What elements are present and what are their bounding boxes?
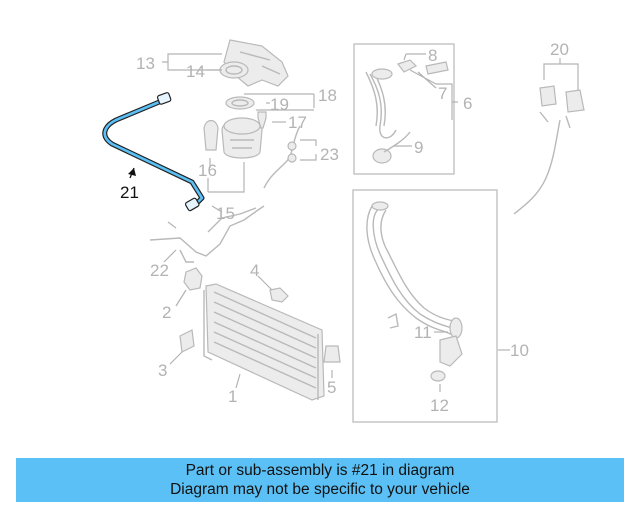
tank-cap (203, 119, 219, 151)
label-1: 1 (228, 387, 237, 406)
label-23: 23 (320, 145, 339, 164)
sensor-4 (269, 287, 289, 303)
bracket-3 (179, 329, 195, 353)
gasket-ring (225, 96, 255, 110)
leader-lines (128, 53, 579, 392)
caption-line-2: Diagram may not be specific to your vehi… (170, 481, 470, 498)
label-6: 6 (463, 94, 472, 113)
label-14: 14 (186, 62, 205, 81)
label-10: 10 (510, 341, 529, 360)
label-20: 20 (550, 40, 569, 59)
group-box-6 (353, 43, 455, 175)
hose-assembly-10 (366, 201, 463, 382)
label-13: 13 (136, 54, 155, 73)
label-5: 5 (327, 378, 336, 397)
hose-assembly-6 (365, 59, 449, 164)
label-7: 7 (438, 84, 447, 103)
thermostat-housing (219, 39, 289, 87)
expansion-tank (221, 117, 263, 159)
label-3: 3 (158, 361, 167, 380)
bolt-17 (257, 111, 267, 129)
label-9: 9 (414, 138, 423, 157)
label-11: 11 (414, 323, 432, 342)
sensor-2 (183, 267, 203, 291)
plug-5 (323, 345, 341, 363)
label-15: 15 (216, 204, 235, 223)
group-box-10 (352, 189, 498, 423)
label-19: 19 (270, 95, 289, 114)
sensor-harness-20 (513, 85, 585, 215)
label-17: 17 (288, 113, 307, 132)
coolant-pipe-22 (149, 205, 265, 257)
caption-line-1: Part or sub-assembly is #21 in diagram (185, 462, 455, 479)
label-16: 16 (198, 161, 217, 180)
label-22: 22 (150, 261, 169, 280)
label-4: 4 (250, 261, 259, 280)
parts-diagram: 13 14 19 18 17 23 16 15 22 2 3 4 1 5 8 7… (102, 39, 585, 423)
pipe-15 (207, 207, 257, 233)
label-8: 8 (428, 46, 437, 65)
label-2: 2 (162, 303, 171, 322)
label-18: 18 (318, 86, 337, 105)
label-12: 12 (430, 396, 449, 415)
caption-banner: Part or sub-assembly is #21 in diagram D… (16, 458, 624, 502)
highlighted-hose-21 (102, 92, 205, 212)
hose-23 (263, 125, 301, 189)
label-21: 21 (120, 183, 139, 202)
radiator (203, 283, 325, 401)
